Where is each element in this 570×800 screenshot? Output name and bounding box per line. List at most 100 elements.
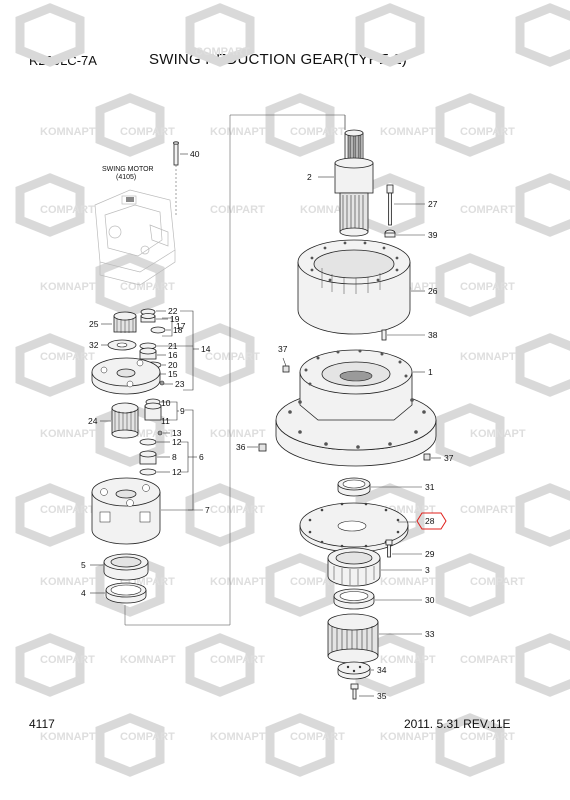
part-32-thrust-plate: 32	[89, 339, 137, 351]
part-18-washer: 18	[150, 325, 183, 335]
svg-text:COMPART: COMPART	[460, 281, 515, 293]
svg-text:14: 14	[201, 344, 211, 354]
svg-text:21: 21	[168, 341, 178, 351]
part-7-carrier: 7	[91, 477, 210, 545]
svg-text:15: 15	[168, 369, 178, 379]
part-21-washer: 21	[139, 341, 193, 351]
svg-text:31: 31	[425, 482, 435, 492]
svg-text:5: 5	[81, 560, 86, 570]
part-36-plug: 36	[236, 442, 267, 452]
part-30-seal: 30	[333, 588, 435, 610]
svg-text:KOMNAPT: KOMNAPT	[210, 731, 266, 743]
part-6-bracket: 6	[180, 441, 204, 473]
svg-text:37: 37	[444, 453, 454, 463]
svg-text:36: 36	[236, 442, 246, 452]
bracket-group-14	[180, 310, 194, 391]
svg-text:KOMNAPT: KOMNAPT	[380, 126, 436, 138]
swing-motor: SWING MOTOR (4105)	[94, 166, 176, 286]
svg-text:1: 1	[428, 367, 433, 377]
part-31-seal: 31	[337, 477, 435, 497]
svg-text:COMPART: COMPART	[195, 46, 250, 58]
svg-text:COMPART: COMPART	[40, 504, 95, 516]
svg-text:34: 34	[377, 665, 387, 675]
part-40-pin: 40	[173, 141, 200, 215]
part-38-pin: 38	[381, 329, 438, 341]
svg-text:KOMNAPT: KOMNAPT	[210, 428, 266, 440]
svg-text:11: 11	[161, 416, 170, 426]
svg-text:COMPART: COMPART	[120, 126, 175, 138]
svg-text:COMPART: COMPART	[205, 351, 260, 363]
part-5-bearing: 5	[81, 553, 149, 581]
part-26-ring-gear: 26	[297, 239, 438, 335]
part-35-bolt: 35	[350, 683, 387, 701]
part-29-bolt: 29	[385, 539, 435, 559]
svg-text:4: 4	[81, 588, 86, 598]
svg-text:16: 16	[168, 350, 178, 360]
svg-text:COMPART: COMPART	[40, 351, 95, 363]
svg-text:KOMNAPT: KOMNAPT	[470, 428, 526, 440]
watermark-layer: COMPART KOMNAPT COMPART KOMNAPT COMPART …	[15, 3, 570, 777]
svg-text:KOMNAPT: KOMNAPT	[40, 126, 96, 138]
part-8-bearing: 8	[139, 450, 177, 465]
part-2-pinion-shaft: 2	[307, 129, 374, 237]
svg-text:COMPART: COMPART	[210, 504, 265, 516]
svg-text:27: 27	[428, 199, 438, 209]
svg-text:COMPART: COMPART	[40, 204, 95, 216]
svg-text:35: 35	[377, 691, 387, 701]
svg-text:COMPART: COMPART	[120, 281, 175, 293]
svg-text:12: 12	[172, 437, 182, 447]
svg-text:37: 37	[278, 344, 288, 354]
part-16-bearing: 16	[139, 347, 178, 360]
svg-text:8: 8	[172, 452, 177, 462]
svg-text:SWING MOTOR: SWING MOTOR	[102, 166, 154, 173]
svg-text:25: 25	[89, 319, 99, 329]
part-12-washer-upper: 12	[139, 437, 182, 447]
svg-text:26: 26	[428, 286, 438, 296]
svg-text:COMPART: COMPART	[210, 654, 265, 666]
part-17-bracket: 17	[162, 317, 186, 337]
svg-text:KOMNAPT: KOMNAPT	[210, 576, 266, 588]
part-24-gear: 24	[88, 402, 139, 439]
svg-text:COMPART: COMPART	[470, 576, 525, 588]
part-23-pin: 23	[159, 379, 185, 389]
part-3-roller-bearing: 3	[327, 547, 430, 587]
part-39-washer: 39	[384, 229, 438, 240]
svg-text:COMPART: COMPART	[120, 731, 175, 743]
svg-text:30: 30	[425, 595, 435, 605]
svg-text:COMPART: COMPART	[460, 126, 515, 138]
highlight-hexagon	[416, 512, 447, 530]
svg-text:23: 23	[175, 379, 185, 389]
svg-text:KOMNAPT: KOMNAPT	[120, 654, 176, 666]
svg-text:20: 20	[168, 360, 178, 370]
svg-text:28: 28	[425, 516, 435, 526]
part-27-bolt: 27	[386, 184, 438, 226]
svg-text:33: 33	[425, 629, 435, 639]
part-13-pin: 13	[157, 428, 182, 438]
svg-text:38: 38	[428, 330, 438, 340]
svg-text:40: 40	[190, 149, 200, 159]
svg-text:39: 39	[428, 230, 438, 240]
revision-date: 2011. 5.31 REV.11E	[404, 717, 511, 731]
svg-text:COMPART: COMPART	[460, 504, 515, 516]
part-12-washer-lower: 12	[139, 467, 182, 477]
svg-text:COMPART: COMPART	[460, 731, 515, 743]
part-11-bearing: 11	[144, 402, 170, 426]
svg-text:22: 22	[168, 306, 178, 316]
svg-text:(4105): (4105)	[116, 174, 136, 181]
svg-text:KOMNAPT: KOMNAPT	[460, 351, 516, 363]
part-37-plug-lower: 37	[423, 453, 454, 463]
svg-text:24: 24	[88, 416, 98, 426]
part-19-bearing: 19	[140, 313, 180, 324]
svg-text:9: 9	[180, 406, 185, 416]
assembly-guide-path	[124, 115, 346, 626]
svg-text:COMPART: COMPART	[460, 654, 515, 666]
svg-text:29: 29	[425, 549, 435, 559]
page-number: 4117	[29, 717, 55, 731]
svg-text:2: 2	[307, 172, 312, 182]
part-33-sun-gear: 33	[327, 613, 435, 664]
svg-text:3: 3	[425, 565, 430, 575]
part-1-casing: 1	[275, 349, 437, 467]
svg-text:KOMNAPT: KOMNAPT	[210, 126, 266, 138]
svg-text:KOMNAPT: KOMNAPT	[380, 576, 436, 588]
